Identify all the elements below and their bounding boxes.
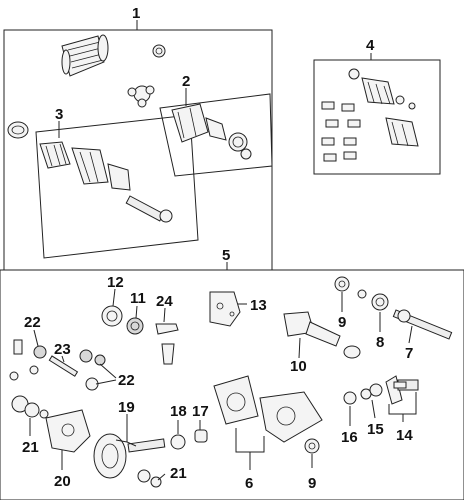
leader-lines <box>29 20 417 481</box>
callout-2: 2 <box>182 73 190 90</box>
callout-8: 8 <box>376 334 384 351</box>
callout-1: 1 <box>132 5 140 22</box>
kit-ring <box>348 68 360 80</box>
callout-4: 4 <box>366 37 375 54</box>
seal-9-upper <box>334 276 350 292</box>
callout-12: 12 <box>107 274 124 291</box>
bearing-21-lower <box>137 469 162 488</box>
callout-18: 18 <box>170 403 187 420</box>
callout-7: 7 <box>405 345 413 362</box>
callout-14: 14 <box>396 427 413 444</box>
drive-shaft <box>39 141 173 223</box>
pin-23 <box>48 355 79 377</box>
callout-9-lower: 9 <box>308 475 316 492</box>
pinion-24 <box>155 323 179 365</box>
group-5-frame <box>0 269 464 500</box>
group-3-subframe <box>35 114 199 259</box>
callout-5: 5 <box>222 247 230 264</box>
kit-clamps <box>321 101 361 162</box>
callout-23: 23 <box>54 341 71 358</box>
bearing-21-left <box>11 395 49 419</box>
kit-boot-upper <box>361 77 405 105</box>
cv-boot-outer <box>61 34 109 77</box>
group-2-subframe <box>159 93 273 177</box>
bearing-15 <box>360 383 383 400</box>
bearing-8 <box>357 289 389 311</box>
group-1-axle-assembly <box>3 29 273 271</box>
group-4-boot-kit <box>313 59 441 175</box>
callout-24: 24 <box>156 293 173 310</box>
callout-19: 19 <box>118 399 135 416</box>
bearing-12 <box>101 305 123 327</box>
side-gear-22-right <box>79 349 106 391</box>
seal-9-lower <box>304 438 320 454</box>
boot-clamp <box>152 44 166 58</box>
axle-shaft-7 <box>392 309 453 340</box>
callout-15: 15 <box>367 421 384 438</box>
bearing-18 <box>170 434 186 450</box>
inner-joint-housing <box>171 103 252 160</box>
callout-9-upper: 9 <box>338 314 346 331</box>
callout-21-left: 21 <box>22 439 39 456</box>
ring-gear-19 <box>93 433 166 479</box>
group-5-differential <box>0 269 464 500</box>
seal-ring-left <box>7 121 29 139</box>
callout-17: 17 <box>192 403 209 420</box>
callout-21-lower: 21 <box>170 465 187 482</box>
flange-14 <box>385 375 419 405</box>
diff-case-20 <box>45 409 91 453</box>
callout-22-left: 22 <box>24 314 41 331</box>
callout-13: 13 <box>250 297 267 314</box>
callout-22-right: 22 <box>118 372 135 389</box>
callout-6: 6 <box>245 475 253 492</box>
gear-11 <box>126 317 144 335</box>
callout-3: 3 <box>55 106 63 123</box>
extension-housing-10 <box>283 311 361 359</box>
callout-20: 20 <box>54 473 71 490</box>
carrier-housing-6 <box>213 375 323 443</box>
callout-16: 16 <box>341 429 358 446</box>
collar-17 <box>194 429 208 443</box>
callout-10: 10 <box>290 358 307 375</box>
bearing-16 <box>343 391 357 405</box>
kit-boot-lower <box>385 102 419 147</box>
bracket-13 <box>209 291 241 327</box>
callout-11: 11 <box>130 290 146 307</box>
tripod-joint <box>127 85 155 108</box>
side-gear-22-left <box>9 339 47 381</box>
group-4-frame <box>313 59 441 175</box>
callout-labels: 1 2 3 4 5 6 7 8 9 9 10 11 12 13 14 15 16… <box>22 5 413 492</box>
